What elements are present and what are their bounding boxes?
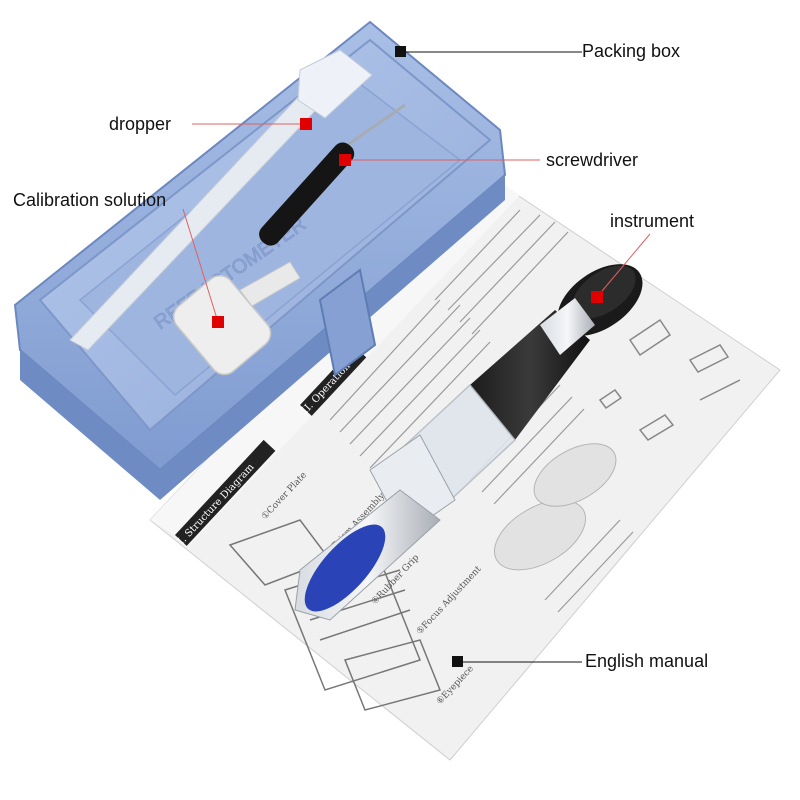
dropper (69, 49, 373, 351)
instrument-marker (591, 291, 603, 303)
usage-sketches (598, 318, 741, 441)
manual-text-lines (329, 209, 634, 613)
screwdriver-label: screwdriver (546, 150, 639, 170)
refractometer (294, 264, 643, 621)
packing-box-marker (395, 46, 406, 57)
screwdriver (259, 103, 406, 246)
calibration-solution-label: Calibration solution (13, 190, 167, 210)
english-manual-label: English manual (585, 651, 709, 671)
dropper-label: dropper (109, 114, 172, 134)
manual-section-1-bar (175, 439, 276, 546)
instrument-label: instrument (610, 211, 695, 231)
packing-box-label: Packing box (582, 41, 681, 61)
english-manual-marker (452, 656, 463, 667)
scale-diagram (493, 443, 617, 571)
calibration-solution-marker (212, 316, 224, 328)
screwdriver-marker (339, 154, 351, 166)
leader-lines (182, 51, 651, 663)
dropper-marker (300, 118, 312, 130)
markers (212, 46, 603, 667)
